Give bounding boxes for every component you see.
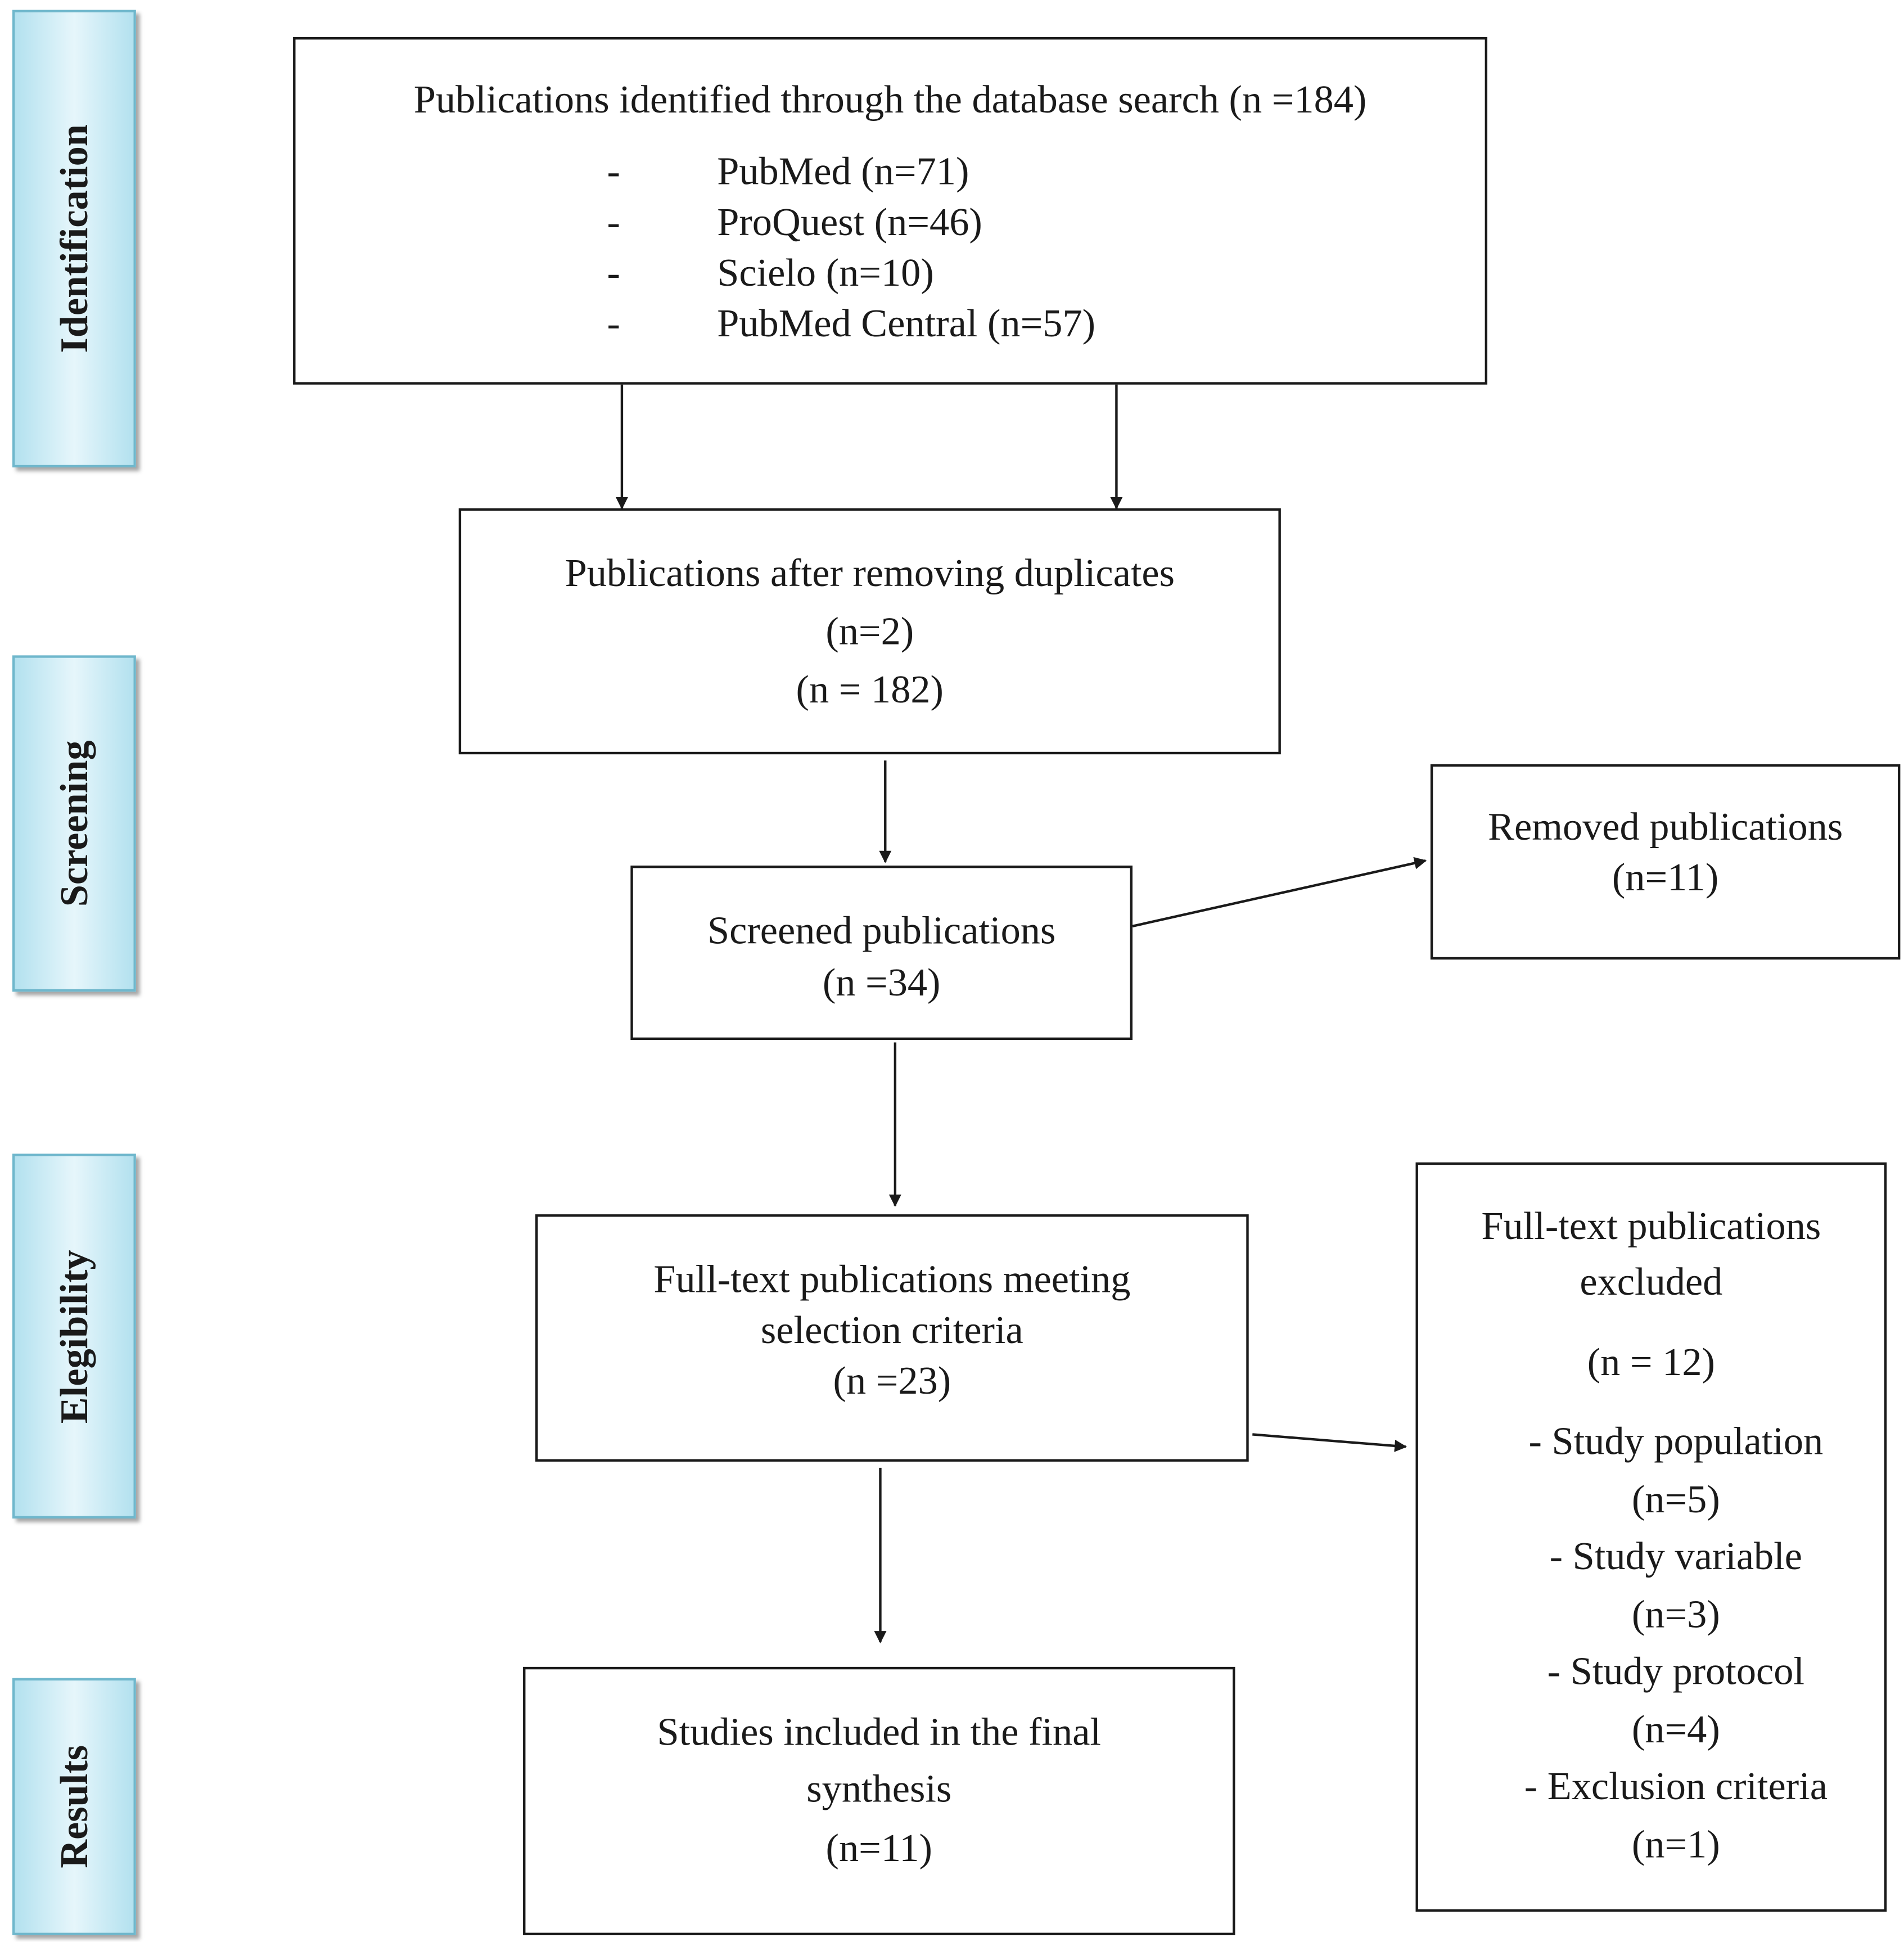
included-box: Studies included in the final synthesis … bbox=[523, 1666, 1235, 1935]
included-line2: synthesis bbox=[806, 1765, 952, 1810]
excluded-reason-count: (n=5) bbox=[1631, 1476, 1720, 1521]
fulltext-line3: (n =23) bbox=[833, 1358, 951, 1403]
identified-box: Publications identified through the data… bbox=[293, 37, 1488, 385]
excluded-line1: Full-text publications bbox=[1481, 1203, 1821, 1248]
phase-screening: Screening bbox=[12, 655, 136, 992]
arrow-fulltext-to-excluded bbox=[1252, 1433, 1407, 1452]
source-label: Scielo (n=10) bbox=[717, 250, 934, 295]
excluded-box: Full-text publications excluded (n = 12)… bbox=[1415, 1162, 1887, 1912]
source-bullet: - bbox=[607, 300, 620, 345]
included-line1: Studies included in the final bbox=[657, 1709, 1101, 1754]
removed-line1: Removed publications bbox=[1488, 804, 1843, 849]
source-label: ProQuest (n=46) bbox=[717, 199, 982, 244]
arrow-screened-to-removed bbox=[1132, 857, 1427, 927]
identified-title: Publications identified through the data… bbox=[413, 76, 1367, 121]
duplicates-line1: Publications after removing duplicates bbox=[565, 550, 1175, 595]
removed-line2: (n=11) bbox=[1612, 854, 1719, 899]
excluded-reason-count: (n=4) bbox=[1631, 1706, 1720, 1751]
excluded-line2: excluded bbox=[1580, 1259, 1723, 1304]
source-bullet: - bbox=[607, 250, 620, 295]
fulltext-line1: Full-text publications meeting bbox=[653, 1256, 1131, 1301]
source-label: PubMed (n=71) bbox=[717, 148, 969, 193]
phase-results: Results bbox=[12, 1678, 136, 1935]
removed-box: Removed publications (n=11) bbox=[1430, 764, 1901, 960]
screened-line2: (n =34) bbox=[822, 959, 941, 1004]
phase-elegibility: Elegibility bbox=[12, 1154, 136, 1519]
phase-identification: Identification bbox=[12, 10, 136, 468]
included-line3: (n=11) bbox=[825, 1825, 932, 1870]
excluded-reason-label: - Study protocol bbox=[1547, 1648, 1804, 1693]
excluded-reason-label: - Study population bbox=[1528, 1418, 1824, 1463]
excluded-reason-label: - Exclusion criteria bbox=[1524, 1763, 1828, 1808]
source-label: PubMed Central (n=57) bbox=[717, 300, 1096, 345]
fulltext-line2: selection criteria bbox=[760, 1307, 1023, 1352]
excluded-reason-count: (n=3) bbox=[1631, 1591, 1720, 1636]
excluded-count: (n = 12) bbox=[1587, 1339, 1715, 1384]
duplicates-line3: (n = 182) bbox=[796, 666, 944, 711]
duplicates-box: Publications after removing duplicates (… bbox=[458, 508, 1281, 755]
excluded-reason-label: - Study variable bbox=[1549, 1533, 1803, 1578]
screened-box: Screened publications (n =34) bbox=[630, 866, 1133, 1040]
source-bullet: - bbox=[607, 148, 620, 193]
excluded-reason-count: (n=1) bbox=[1631, 1821, 1720, 1866]
fulltext-box: Full-text publications meeting selection… bbox=[535, 1214, 1249, 1462]
duplicates-line2: (n=2) bbox=[825, 608, 914, 653]
screened-line1: Screened publications bbox=[707, 907, 1056, 952]
source-bullet: - bbox=[607, 199, 620, 244]
